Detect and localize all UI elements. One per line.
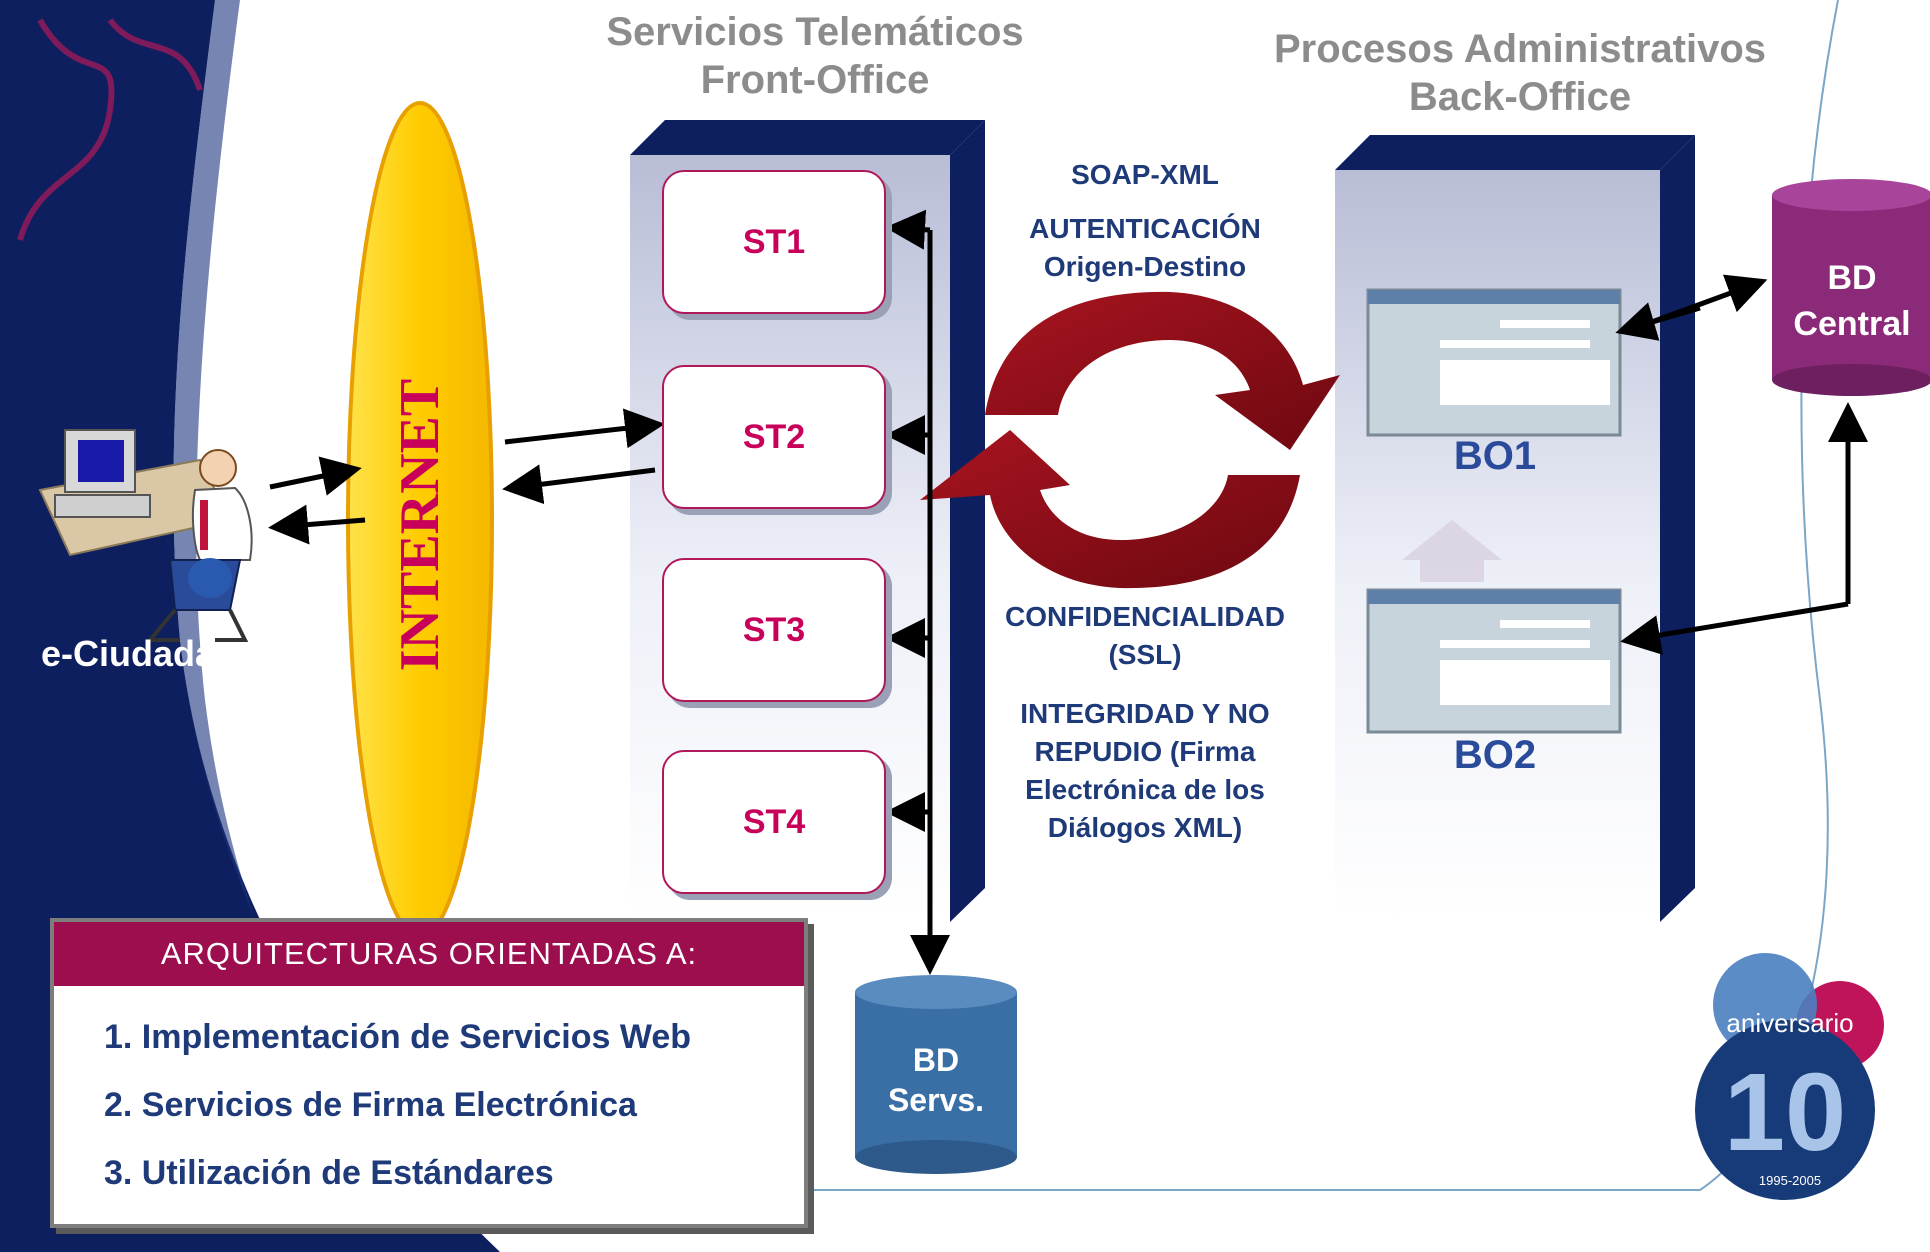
badge-number: 10 (1724, 1051, 1846, 1174)
db-services-label: BD Servs. (855, 1040, 1017, 1120)
architectures-item-2: 2. Servicios de Firma Electrónica (104, 1086, 637, 1124)
auth-label-line2: Origen-Destino (1043, 251, 1247, 282)
db-central-cylinder (1772, 179, 1930, 396)
bo1-label: BO1 (1453, 434, 1537, 478)
front-office-title-line1: Servicios Telemáticos (606, 10, 1024, 54)
internet-label: INTERNET (389, 378, 451, 672)
architectures-item-1: 1. Implementación de Servicios Web (104, 1018, 692, 1056)
bo2-screenshot (1366, 588, 1622, 734)
back-office-title-line1: Procesos Administrativos (1273, 27, 1766, 71)
conf-label-line1: CONFIDENCIALIDAD (1005, 601, 1285, 632)
integrity-label-line3: Electrónica de los (1025, 774, 1265, 805)
bo2-label: BO2 (1453, 733, 1537, 777)
auth-label-line1: AUTENTICACIÓN (1029, 213, 1261, 244)
db-central-label-line2: Central (1793, 305, 1911, 343)
badge-word: aniversario (1726, 1008, 1853, 1038)
back-office-title: Procesos Administrativos Back-Office (1245, 25, 1795, 121)
integrity-label: INTEGRIDAD Y NO REPUDIO (Firma Electróni… (985, 695, 1305, 847)
back-office-title-line2: Back-Office (1408, 75, 1632, 119)
db-services-label-line1: BD (912, 1042, 960, 1078)
architectures-item-3: 3. Utilización de Estándares (104, 1154, 554, 1192)
citizen-label: e-Ciudadano (40, 633, 259, 674)
bo1-screenshot (1366, 288, 1622, 437)
citizen-illustration (38, 429, 253, 642)
connection-lines (268, 209, 1868, 975)
decor-squiggle (17, 18, 203, 241)
db-central-label-line1: BD (1827, 259, 1877, 297)
service-box-st1: ST1 (662, 170, 886, 314)
soap-label: SOAP-XML (1071, 159, 1219, 190)
auth-label: AUTENTICACIÓN Origen-Destino (985, 210, 1305, 286)
db-services-label-line2: Servs. (887, 1082, 985, 1118)
service-box-st4: ST4 (662, 750, 886, 894)
architectures-panel: ARQUITECTURAS ORIENTADAS A: 1. Implement… (50, 918, 808, 1228)
architectures-panel-header: ARQUITECTURAS ORIENTADAS A: (54, 922, 804, 986)
integrity-label-line2: REPUDIO (Firma (1034, 736, 1256, 767)
front-office-title-line2: Front-Office (700, 58, 930, 102)
conf-label-line2: (SSL) (1108, 639, 1182, 670)
conf-label: CONFIDENCIALIDAD (SSL) (975, 598, 1315, 674)
badge-years: 1995-2005 (1759, 1173, 1821, 1188)
db-central-label: BD Central (1772, 255, 1930, 347)
integrity-label-line4: Diálogos XML) (1047, 812, 1243, 843)
service-box-st2: ST2 (662, 365, 886, 509)
back-office-panel (1335, 135, 1695, 922)
bo2-to-bo1-arrow (1402, 520, 1502, 582)
integrity-label-line1: INTEGRIDAD Y NO (1020, 698, 1270, 729)
db-services-cylinder (855, 975, 1017, 1174)
cycle-arrows (920, 291, 1340, 589)
front-office-title: Servicios Telemáticos Front-Office (560, 8, 1070, 104)
aniversario-badge: aniversario 10 1995-2005 (1695, 953, 1884, 1200)
service-box-st3: ST3 (662, 558, 886, 702)
